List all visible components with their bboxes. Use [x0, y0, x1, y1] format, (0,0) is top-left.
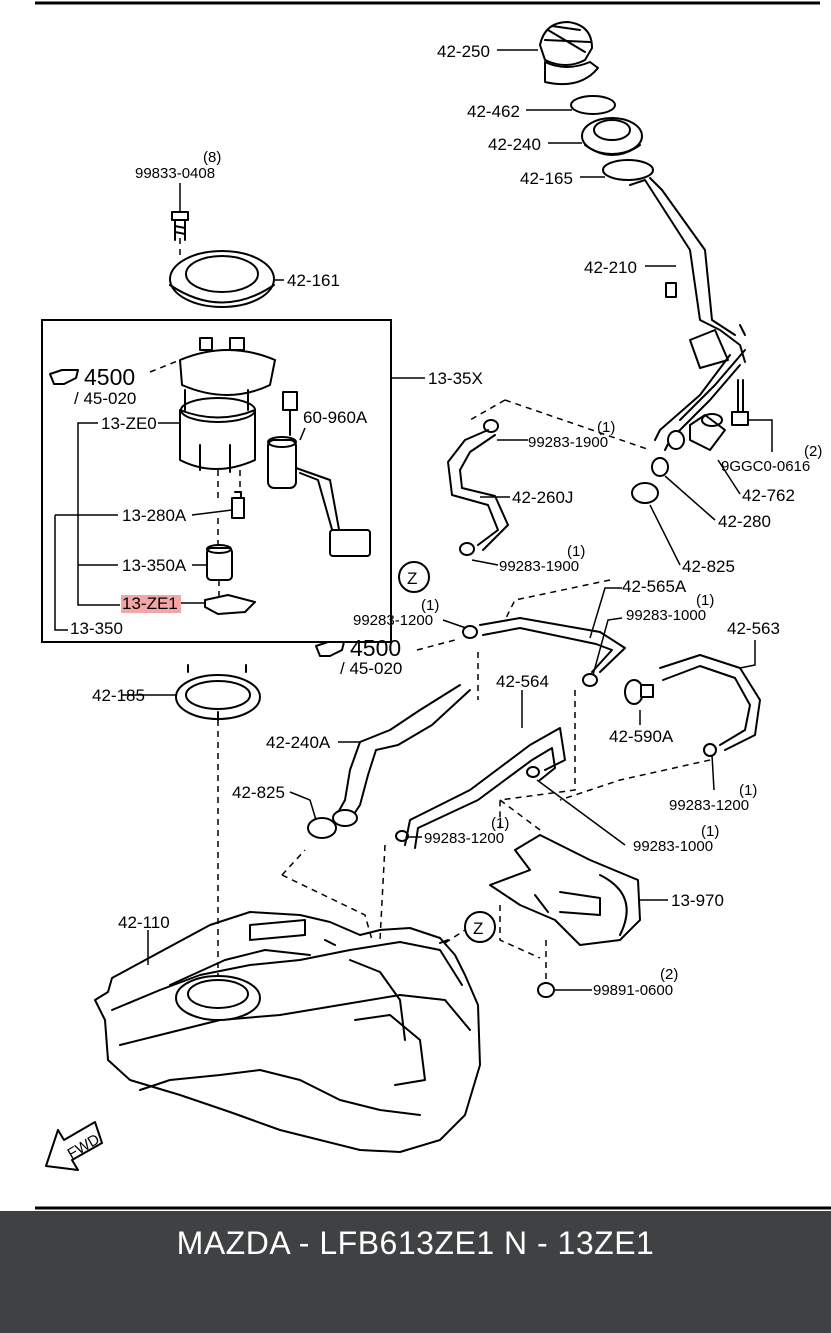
qty-99833-0408: (8) — [203, 149, 221, 166]
label-42-590a: 42-590A — [609, 727, 674, 746]
label-99891-0600: 99891-0600 — [593, 982, 673, 999]
label-99283-1200-b: 99283-1200 — [669, 797, 749, 814]
label-13-350a: 13-350A — [122, 556, 187, 575]
fuel-tank-42-110 — [94, 911, 481, 1153]
label-99283-1900-a: 99283-1900 — [528, 434, 608, 451]
strainer-13-ze1 — [204, 594, 256, 615]
qty-99891-0600: (2) — [660, 966, 678, 983]
clamp-99283-1000-a — [582, 673, 598, 687]
qty-99283-1000-b: (1) — [701, 823, 719, 840]
retainer-ring-42-161 — [169, 250, 275, 308]
label-45-020-a: / 45-020 — [74, 389, 136, 408]
qty-99283-1000-a: (1) — [696, 592, 714, 609]
filler-neck-cover-42-240 — [581, 117, 643, 156]
label-42-462: 42-462 — [467, 102, 520, 121]
pump-module-13-ze0 — [179, 337, 276, 473]
label-42-110: 42-110 — [118, 913, 170, 932]
clamp-99283-1200-a — [462, 625, 478, 639]
retainer-ring-42-185 — [175, 664, 261, 721]
label-42-240: 42-240 — [488, 135, 541, 154]
label-z-b: Z — [473, 919, 483, 938]
dashed-connection-lines — [149, 238, 711, 982]
label-42-210: 42-210 — [584, 258, 637, 277]
qty-99283-1200-b: (1) — [739, 782, 757, 799]
canister-13-970 — [489, 834, 641, 946]
pump-module-box — [41, 319, 392, 643]
label-99833-0408: 99833-0408 — [135, 165, 215, 182]
clamp-42-825-b — [307, 817, 337, 839]
label-42-240a: 42-240A — [266, 733, 331, 752]
hose-42-260j — [447, 429, 509, 551]
label-42-563: 42-563 — [727, 619, 780, 638]
label-42-825-a: 42-825 — [682, 557, 735, 576]
fuel-pump-60-960a — [267, 391, 371, 557]
hose-42-563 — [659, 654, 761, 751]
clamp-99283-1900-a — [483, 419, 499, 433]
label-4500-a: 4500 — [84, 364, 135, 390]
leader-lines — [54, 49, 773, 991]
hose-42-240a — [332, 684, 471, 827]
label-13-970: 13-970 — [671, 891, 724, 910]
clamp-99283-1200-b — [395, 830, 409, 842]
label-42-762: 42-762 — [742, 486, 795, 505]
label-42-825-b: 42-825 — [232, 783, 285, 802]
grommet-42-280 — [651, 457, 669, 477]
label-42-165: 42-165 — [520, 169, 573, 188]
label-13-35x: 13-35X — [428, 369, 483, 388]
hand-pointer-icon-a — [49, 369, 79, 385]
label-13-ze0: 13-ZE0 — [101, 414, 157, 433]
fwd-arrow: FWD — [45, 1121, 103, 1171]
label-13-ze1: 13-ZE1 — [122, 594, 178, 613]
clamp-99283-1900-b — [459, 542, 475, 556]
caption-bar: MAZDA - LFB613ZE1 N - 13ZE1 — [0, 1211, 831, 1333]
reference-z-circle-a — [398, 561, 430, 593]
o-ring-42-462 — [570, 95, 616, 115]
grommet-upper — [667, 430, 685, 450]
qty-99283-1200-c: (1) — [491, 815, 509, 832]
label-42-280: 42-280 — [718, 512, 771, 531]
filler-pipe-42-210 — [629, 177, 746, 451]
label-42-161: 42-161 — [287, 271, 340, 290]
bolt-9ggc0 — [731, 379, 749, 426]
bolt-99891-0600 — [537, 982, 555, 998]
qty-99283-1900-a: (1) — [597, 419, 615, 436]
label-45-020-b: / 45-020 — [340, 659, 402, 678]
fuel-system-exploded-diagram: FWD — [35, 1, 831, 1210]
label-99283-1200-a: 99283-1200 — [353, 612, 433, 629]
label-99283-1000-b: 99283-1000 — [633, 838, 713, 855]
label-9ggc0-0616: 9GGC0-0616 — [721, 458, 810, 475]
hand-pointer-icon-b — [315, 641, 345, 657]
clamp-99283-1000-b — [526, 766, 540, 778]
label-99283-1200-c: 99283-1200 — [424, 830, 504, 847]
o-ring-42-165 — [602, 159, 654, 181]
label-13-350: 13-350 — [70, 619, 123, 638]
label-99283-1000-a: 99283-1000 — [626, 607, 706, 624]
hose-42-564 — [404, 727, 566, 849]
screw-99833-0408 — [171, 211, 189, 241]
label-13-280a: 13-280A — [122, 506, 187, 525]
label-4500-b: 4500 — [350, 635, 401, 661]
reference-z-circle-b — [464, 911, 496, 943]
highlight-13-ze1 — [121, 595, 181, 613]
qty-99283-1900-b: (1) — [567, 543, 585, 560]
clamp-99283-1200-c — [703, 743, 717, 757]
qty-9ggc0-0616: (2) — [804, 443, 822, 460]
part-caption: MAZDA - LFB613ZE1 N - 13ZE1 — [176, 1225, 655, 1261]
label-60-960a: 60-960A — [303, 408, 368, 427]
valve-42-590a — [624, 679, 654, 705]
fuel-filler-cap — [539, 21, 599, 86]
label-42-565a: 42-565A — [622, 577, 687, 596]
label-42-260j: 42-260J — [512, 488, 573, 507]
qty-99283-1200-a: (1) — [421, 597, 439, 614]
clamp-42-825-top — [631, 482, 659, 504]
label-42-185: 42-185 — [92, 686, 145, 705]
label-99283-1900-b: 99283-1900 — [499, 558, 579, 575]
check-valve-42-762 — [689, 413, 726, 451]
filter-13-350a — [206, 544, 233, 581]
hose-42-565a — [479, 617, 626, 673]
label-42-250: 42-250 — [437, 42, 490, 61]
label-42-564: 42-564 — [496, 672, 549, 691]
label-z-a: Z — [407, 569, 417, 588]
pressure-regulator-13-280a — [231, 491, 245, 519]
